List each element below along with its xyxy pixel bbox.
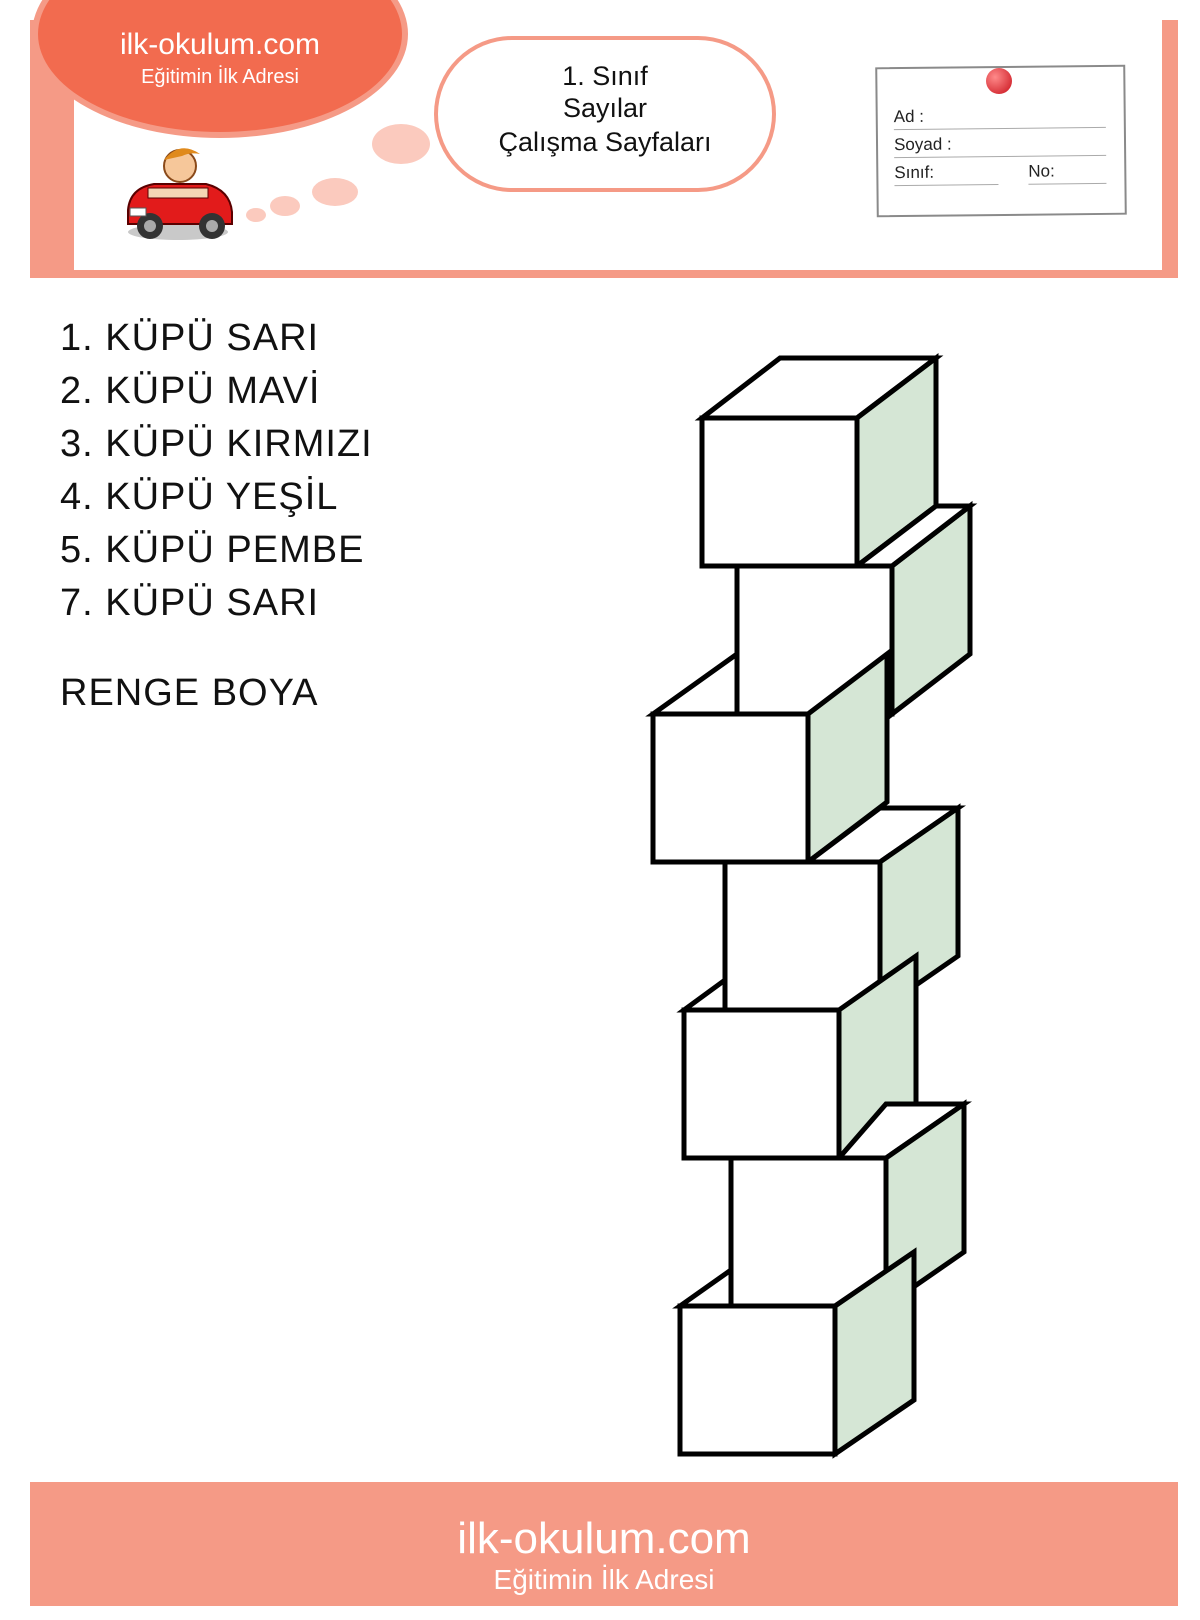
cube-3-top bbox=[645, 649, 740, 717]
thought-puff bbox=[312, 178, 358, 206]
logo-subtitle: Eğitimin İlk Adresi bbox=[141, 66, 299, 88]
worksheet-label: Çalışma Sayfaları bbox=[498, 127, 712, 157]
logo-title: ilk-okulum.com bbox=[119, 28, 321, 61]
cube-1-front bbox=[699, 415, 860, 569]
footer-subtitle: Eğitimin İlk Adresi bbox=[493, 1564, 715, 1595]
task-instruction: RENGE BOYA bbox=[60, 672, 319, 714]
car-mascot-icon bbox=[127, 148, 233, 240]
instruction-item-1: 1. KÜPÜ SARI bbox=[60, 317, 320, 359]
instruction-item-5: 5. KÜPÜ PEMBE bbox=[60, 529, 365, 571]
instruction-item-4: 4. KÜPÜ YEŞİL bbox=[60, 476, 339, 518]
instruction-item-2: 2. KÜPÜ MAVİ bbox=[60, 370, 321, 412]
instruction-item-3: 3. KÜPÜ KIRMIZI bbox=[60, 423, 373, 465]
cube-7-top bbox=[672, 1265, 734, 1309]
instruction-list: 1. KÜPÜ SARI 2. KÜPÜ MAVİ 3. KÜPÜ KIRMIZ… bbox=[60, 312, 373, 630]
footer-band bbox=[30, 1482, 1178, 1606]
cube-7-front bbox=[677, 1303, 838, 1457]
cube-3-front bbox=[650, 711, 811, 865]
instruction-item-6: 7. KÜPÜ SARI bbox=[60, 582, 320, 624]
grade-label: 1. Sınıf bbox=[562, 61, 648, 91]
subject-label: Sayılar bbox=[562, 93, 648, 123]
title-cloud bbox=[438, 40, 772, 188]
footer-title: ilk-okulum.com bbox=[457, 1514, 751, 1563]
thought-puff bbox=[372, 124, 430, 164]
cube-6-front bbox=[728, 1155, 889, 1309]
cube-4-front bbox=[722, 859, 883, 1013]
cube-5-front bbox=[681, 1007, 842, 1161]
pushpin-icon bbox=[986, 68, 1012, 94]
thought-puff bbox=[246, 208, 266, 222]
thought-puff bbox=[270, 196, 300, 216]
cube-5-top bbox=[676, 975, 728, 1013]
